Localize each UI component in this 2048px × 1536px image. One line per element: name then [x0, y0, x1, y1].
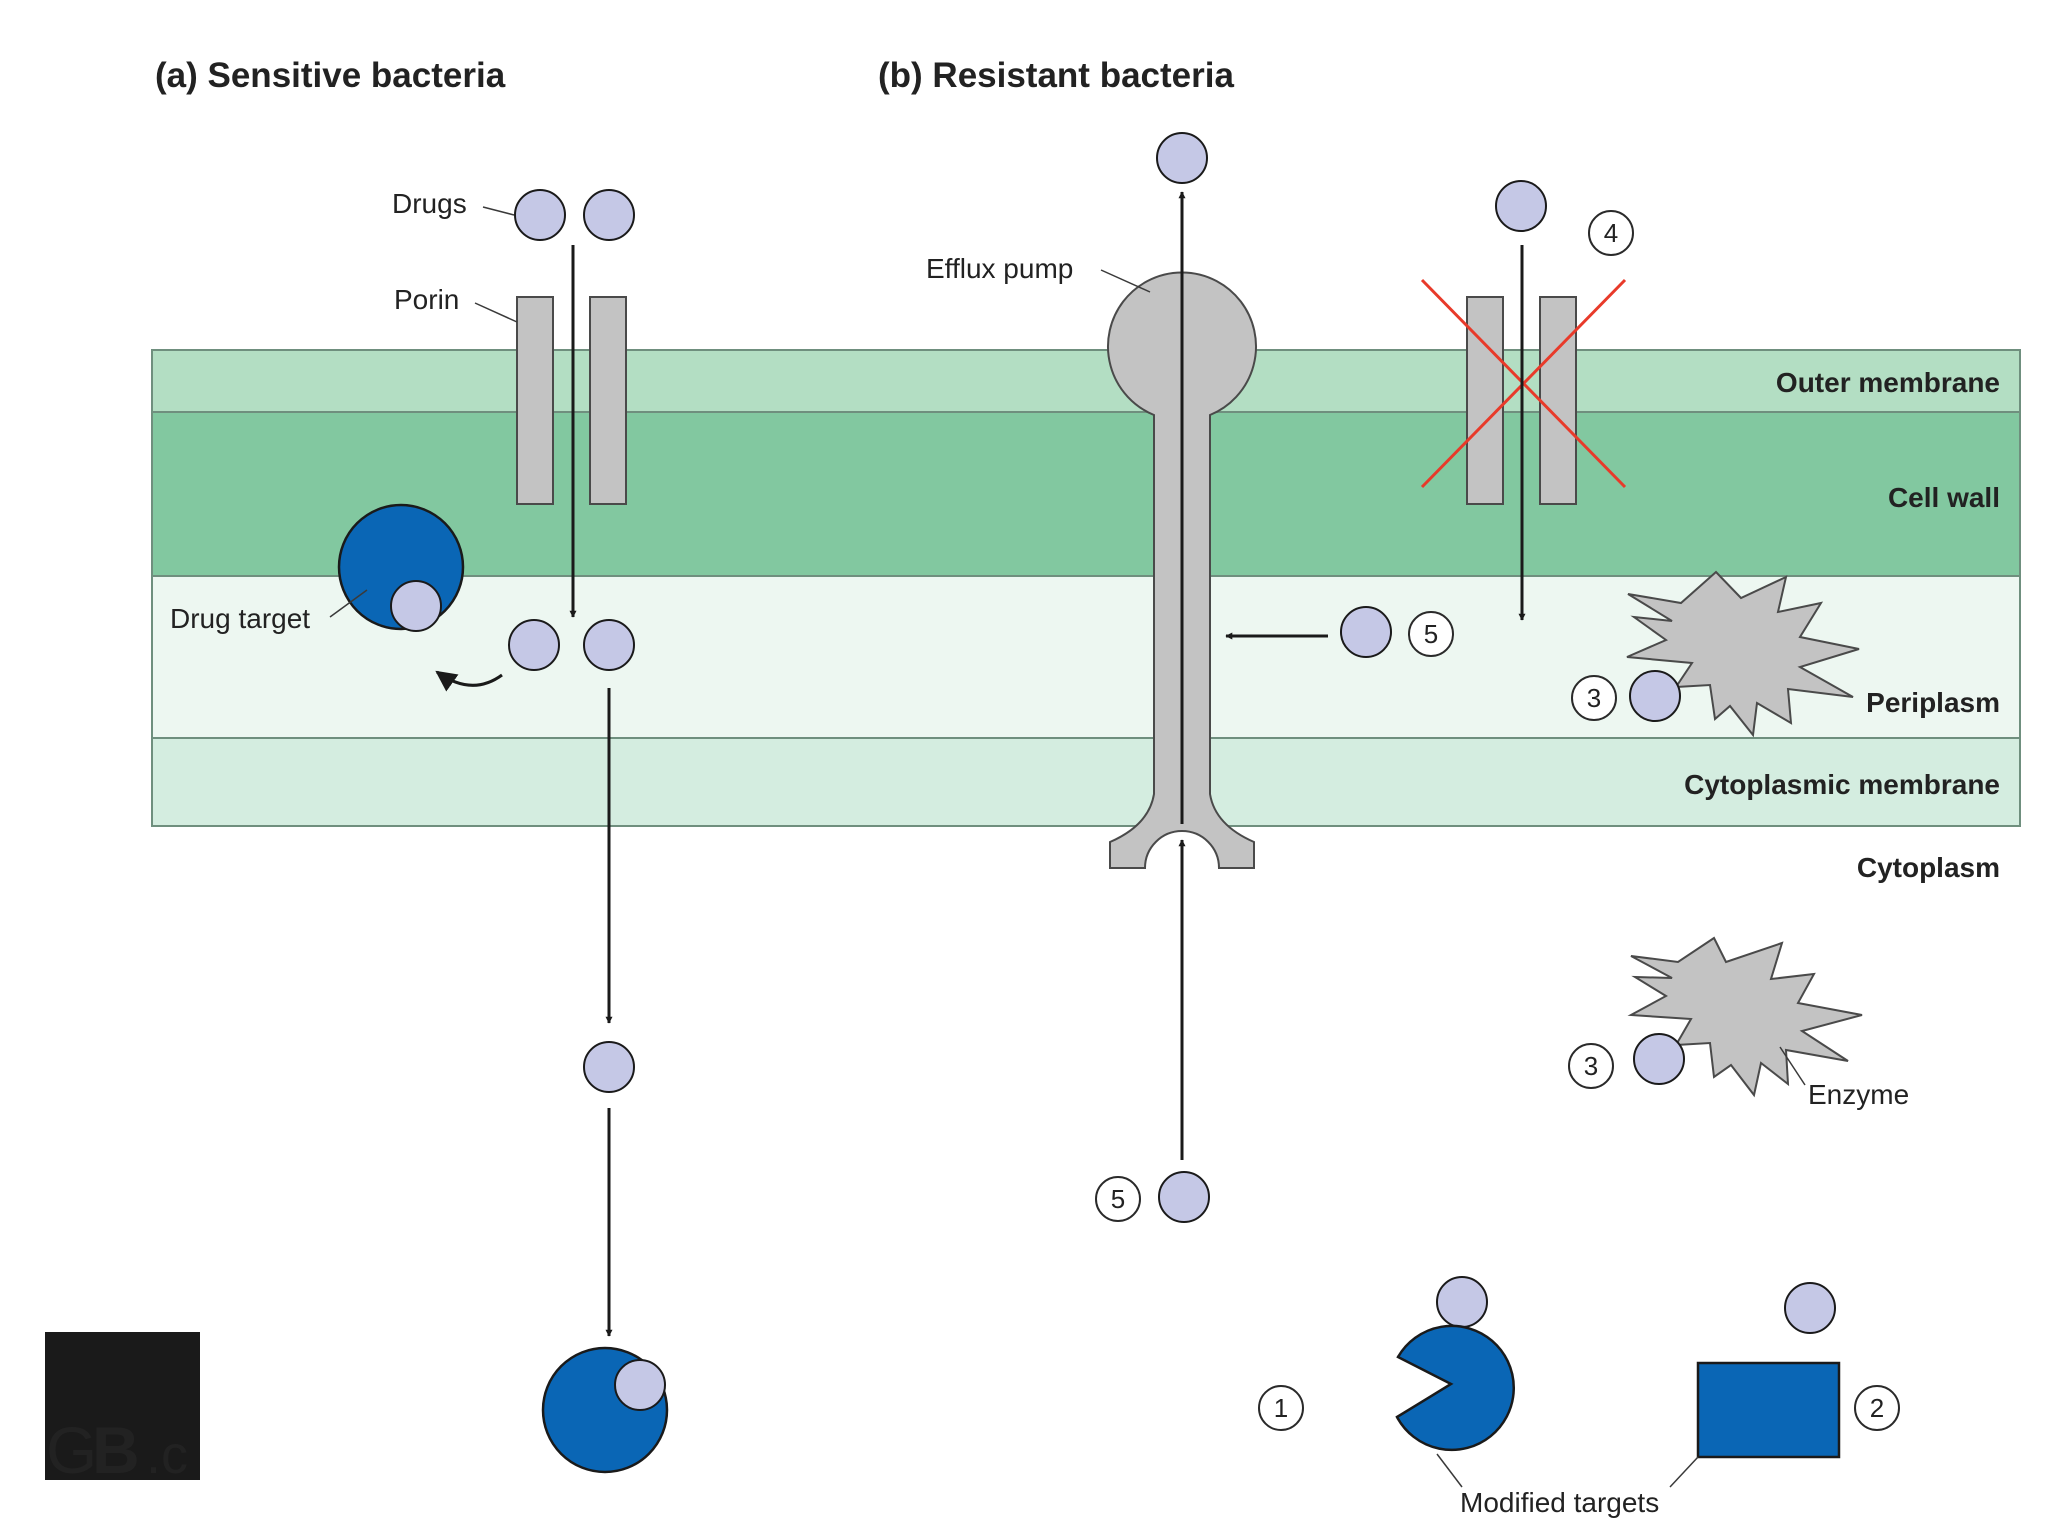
leader-lines-resistant	[1100, 269, 1806, 1488]
drug-target-sensitive	[337, 503, 465, 632]
badge-2: 2	[1854, 1385, 1900, 1431]
svg-text:4: 4	[1604, 218, 1618, 248]
porin-sensitive	[516, 296, 627, 505]
label-cytoplasm: Cytoplasm	[1857, 852, 2000, 883]
badge-5-periplasm: 5	[1408, 611, 1454, 657]
mechanism-badges: 4 5 3 3 5 1 2	[1095, 210, 1900, 1431]
drug-molecule	[1784, 1282, 1836, 1334]
drug-molecule	[1495, 180, 1547, 232]
svg-text:5: 5	[1424, 619, 1438, 649]
drug-molecules-resistant	[1156, 132, 1836, 1334]
cytoplasmic-membrane-band	[151, 737, 2021, 827]
drug-molecule	[583, 1041, 635, 1093]
callout-modified-targets: Modified targets	[1460, 1487, 1659, 1518]
modified-target-square	[1696, 1361, 1841, 1459]
drug-molecule	[508, 619, 560, 671]
drug-molecule	[583, 189, 635, 241]
modified-target-pacman	[1395, 1324, 1515, 1452]
enzyme-cytoplasm	[1627, 936, 1863, 1098]
drug-molecule	[514, 189, 566, 241]
badge-4: 4	[1588, 210, 1634, 256]
callout-drugs: Drugs	[392, 188, 467, 219]
label-cell-wall: Cell wall	[1888, 482, 2000, 513]
gb-logo: G B .c	[45, 1332, 200, 1487]
svg-text:5: 5	[1111, 1184, 1125, 1214]
label-periplasm: Periplasm	[1866, 687, 2000, 718]
leader-lines-sensitive	[329, 206, 518, 618]
callout-enzyme: Enzyme	[1808, 1079, 1909, 1110]
label-cytoplasmic-membrane: Cytoplasmic membrane	[1684, 769, 2000, 800]
callout-porin: Porin	[394, 284, 459, 315]
drug-molecule	[1340, 606, 1392, 658]
panel-title-sensitive: (a) Sensitive bacteria	[155, 56, 506, 95]
callout-efflux-pump: Efflux pump	[926, 253, 1073, 284]
drug-molecule	[1156, 132, 1208, 184]
svg-text:1: 1	[1274, 1393, 1288, 1423]
drug-molecules-sensitive	[508, 189, 635, 1093]
arrows-resistant	[1178, 191, 1526, 1160]
badge-3-cytoplasm: 3	[1568, 1043, 1614, 1089]
svg-text:2: 2	[1870, 1393, 1884, 1423]
svg-text:B: B	[92, 1413, 140, 1487]
svg-text:3: 3	[1584, 1051, 1598, 1081]
label-outer-membrane: Outer membrane	[1776, 367, 2000, 398]
badge-5-cytoplasm: 5	[1095, 1176, 1141, 1222]
drug-molecule	[583, 619, 635, 671]
outer-membrane-band	[151, 349, 2021, 413]
badge-3-periplasm: 3	[1571, 675, 1617, 721]
svg-text:G: G	[46, 1413, 97, 1487]
panel-title-resistant: (b) Resistant bacteria	[878, 56, 1234, 95]
drug-molecule	[1436, 1276, 1488, 1328]
svg-text:3: 3	[1587, 683, 1601, 713]
svg-text:.c: .c	[146, 1425, 188, 1485]
enzyme-periplasm	[1626, 570, 1860, 738]
arrows-sensitive	[435, 245, 613, 1337]
drug-target-bound-cytoplasm	[541, 1346, 669, 1474]
callout-drug-target: Drug target	[170, 603, 310, 634]
drug-molecule	[1158, 1171, 1210, 1223]
cell-wall-band	[151, 411, 2021, 577]
badge-1: 1	[1258, 1385, 1304, 1431]
